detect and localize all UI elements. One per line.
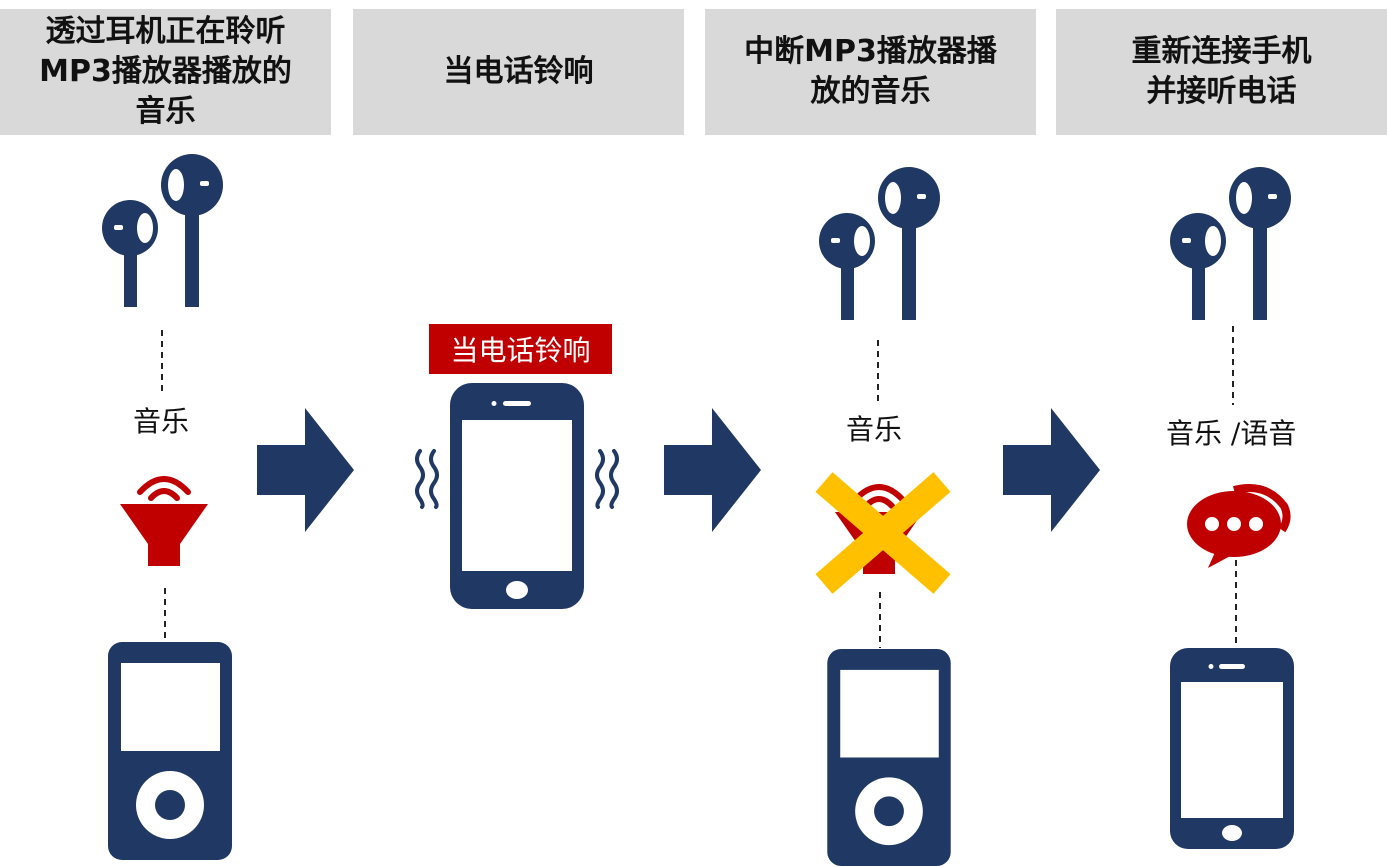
arrow-right-icon [257, 408, 354, 532]
smartphone-icon [1170, 648, 1294, 849]
step-1-header: 透过耳机正在聆听 MP3播放器播放的 音乐 [0, 9, 331, 135]
speaker-icon [120, 476, 208, 566]
chat-bubble-icon [1187, 484, 1291, 568]
earphones-icon [102, 154, 223, 307]
step-2-header: 当电话铃响 [353, 9, 684, 135]
mp3-player-icon [827, 649, 951, 866]
earphones-icon [819, 167, 940, 320]
smartphone-icon [450, 383, 584, 609]
step-1-link-label: 音乐 [133, 405, 190, 438]
vibration-icon [595, 449, 619, 509]
ringing-badge: 当电话铃响 [429, 324, 612, 374]
x-mark-icon [815, 472, 951, 594]
step-4-link-label: 音乐 /语音 [1166, 417, 1297, 450]
arrow-right-icon [664, 408, 761, 532]
vibration-icon [415, 449, 439, 509]
step-4-header: 重新连接手机 并接听电话 [1056, 9, 1387, 135]
step-3-link-label: 音乐 [846, 413, 903, 446]
step-3-header: 中断MP3播放器播 放的音乐 [705, 9, 1036, 135]
mp3-player-icon [108, 642, 232, 860]
earphones-icon [1170, 167, 1291, 320]
arrow-right-icon [1003, 408, 1100, 532]
